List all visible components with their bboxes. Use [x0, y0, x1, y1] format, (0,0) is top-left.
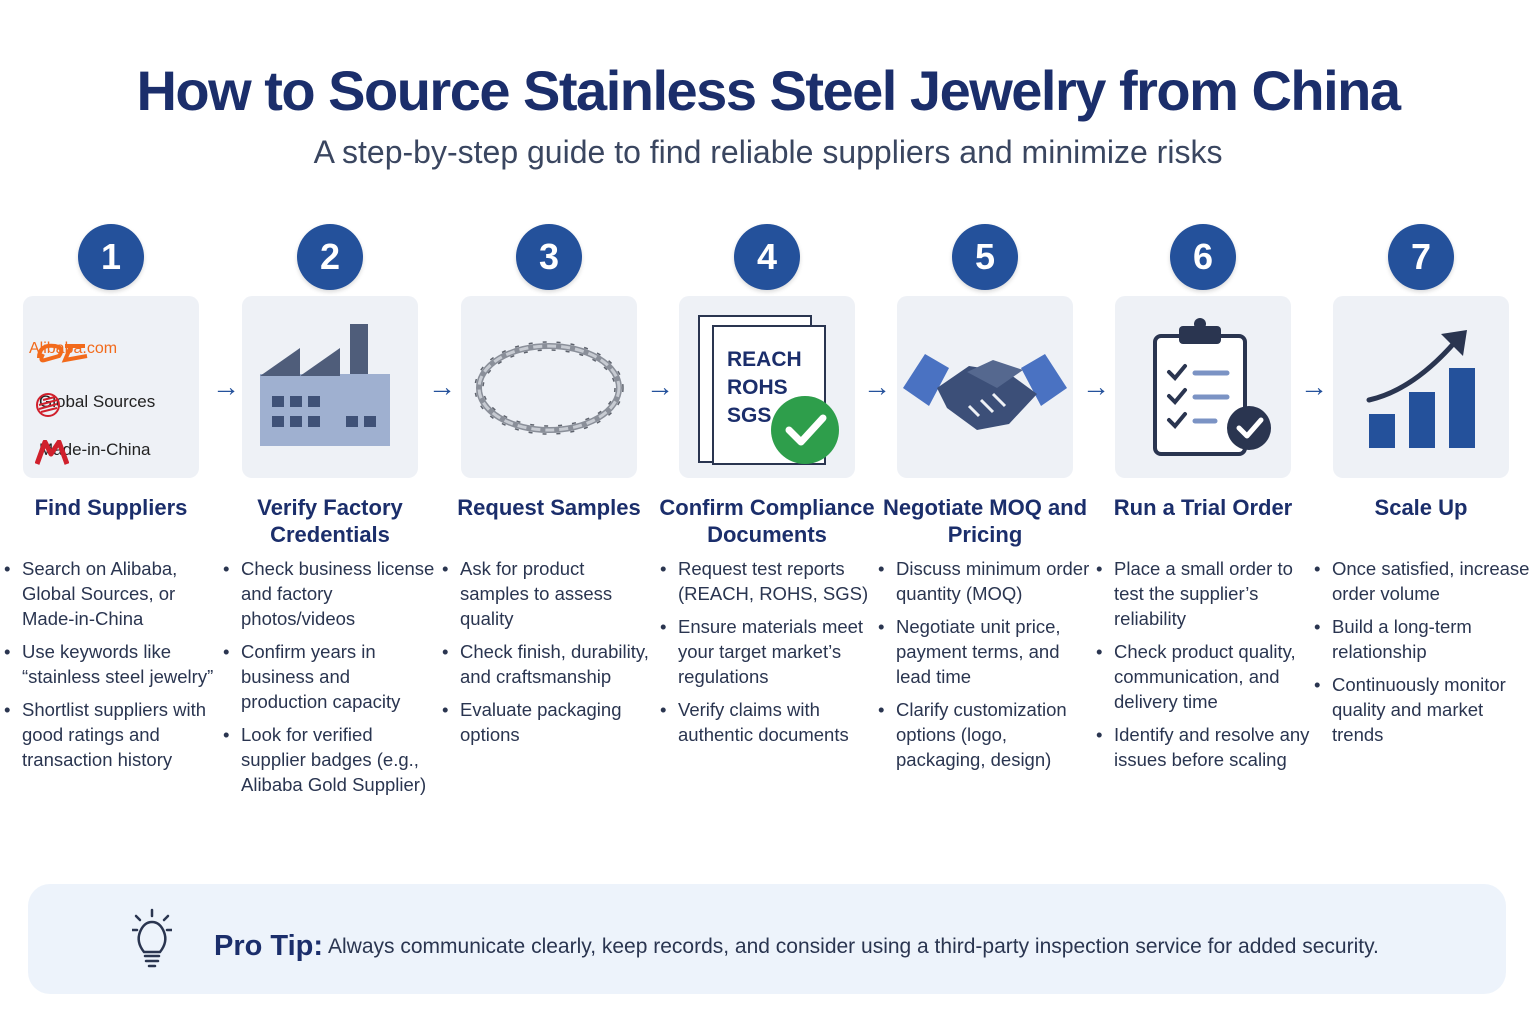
step-5-card	[897, 296, 1073, 478]
arrow-right-icon: →	[646, 371, 674, 402]
step-bullets: Place a small order to test the supplier…	[1094, 556, 1312, 780]
bullet-item: Search on Alibaba, Global Sources, or Ma…	[4, 556, 220, 631]
step-3-card	[461, 296, 637, 478]
step-4: 4 REACH ROHS SGS Confirm Compliance Docu…	[658, 224, 876, 745]
bullet-item: Use keywords like “stainless steel jewel…	[4, 639, 220, 689]
step-bullets: Search on Alibaba, Global Sources, or Ma…	[2, 556, 220, 780]
step-4-card: REACH ROHS SGS	[679, 296, 855, 478]
bullet-item: Place a small order to test the supplier…	[1096, 556, 1312, 631]
growth-chart-icon	[1366, 330, 1475, 448]
pro-tip-label: Pro Tip:	[214, 930, 324, 962]
bullet-item: Ensure materials meet your target market…	[660, 614, 876, 689]
step-title: Find Suppliers	[34, 495, 188, 520]
made-in-china-label: Made-in-China	[39, 440, 151, 459]
step-6: 6 Run a Trial Order Place a small order …	[1094, 224, 1312, 770]
chain-bracelet-icon	[474, 341, 624, 435]
bullet-item: Build a long-term relationship	[1314, 614, 1530, 664]
bullet-item: Evaluate packaging options	[442, 697, 658, 747]
step-bullets: Ask for product samples to assess qualit…	[440, 556, 658, 755]
handshake-icon	[903, 354, 1067, 430]
step-number-badge: 1	[78, 224, 144, 290]
factory-icon	[260, 324, 390, 446]
lightbulb-icon	[132, 908, 172, 968]
bullet-item: Confirm years in business and production…	[223, 639, 439, 714]
documents-check-icon	[698, 315, 839, 465]
step-title: Verify Factory Credentials	[257, 495, 403, 547]
step-bullets: Once satisfied, increase order volume Bu…	[1312, 556, 1530, 755]
step-number-badge: 4	[734, 224, 800, 290]
arrow-right-icon: →	[863, 371, 891, 402]
step-bullets: Discuss minimum order quantity (MOQ) Neg…	[876, 556, 1094, 780]
global-sources-label: Global Sources	[39, 392, 156, 411]
bullet-item: Shortlist suppliers with good ratings an…	[4, 697, 220, 772]
doc-label: ROHS	[727, 376, 788, 399]
step-2: 2 Verify Factory Credentials Check busin…	[221, 224, 439, 795]
step-1-card: Alibaba.com Global Sources Made-in-China	[23, 296, 199, 478]
step-2-card	[242, 296, 418, 478]
bullet-item: Check finish, durability, and craftsmans…	[442, 639, 658, 689]
bullet-item: Discuss minimum order quantity (MOQ)	[878, 556, 1094, 606]
step-number-badge: 7	[1388, 224, 1454, 290]
bullet-item: Once satisfied, increase order volume	[1314, 556, 1530, 606]
step-bullets: Check business license and factory photo…	[221, 556, 439, 805]
step-3: 3 Request Samples Ask for product sample…	[440, 224, 658, 745]
arrow-right-icon: →	[428, 371, 456, 402]
global-sources-logo: Global Sources	[35, 392, 156, 417]
bullet-item: Verify claims with authentic documents	[660, 697, 876, 747]
bullet-item: Look for verified supplier badges (e.g.,…	[223, 722, 439, 797]
step-title: Confirm Compliance Documents	[659, 495, 875, 547]
step-title: Scale Up	[1374, 495, 1468, 520]
step-bullets: Request test reports (REACH, ROHS, SGS) …	[658, 556, 876, 755]
bullet-item: Identify and resolve any issues before s…	[1096, 722, 1312, 772]
arrow-right-icon: →	[1300, 371, 1328, 402]
checklist-clipboard-icon	[1153, 318, 1271, 456]
pro-tip-text: Always communicate clearly, keep records…	[328, 935, 1379, 958]
arrow-right-icon: →	[1082, 371, 1110, 402]
step-number-badge: 2	[297, 224, 363, 290]
step-title: Request Samples	[457, 495, 641, 520]
pro-tip-banner: Pro Tip: Always communicate clearly, kee…	[28, 884, 1506, 994]
step-number-badge: 3	[516, 224, 582, 290]
step-title: Run a Trial Order	[1113, 495, 1293, 520]
alibaba-logo: Alibaba.com	[29, 338, 117, 363]
bullet-item: Clarify customization options (logo, pac…	[878, 697, 1094, 772]
step-6-card	[1115, 296, 1291, 478]
step-number-badge: 5	[952, 224, 1018, 290]
page-title: How to Source Stainless Steel Jewelry fr…	[136, 59, 1401, 122]
step-5: 5 Negotiate MOQ and Pricing Discuss mini…	[876, 224, 1094, 770]
bullet-item: Continuously monitor quality and market …	[1314, 672, 1530, 747]
arrow-right-icon: →	[212, 371, 240, 402]
bullet-item: Check business license and factory photo…	[223, 556, 439, 631]
step-title: Negotiate MOQ and Pricing	[882, 495, 1088, 547]
made-in-china-logo: Made-in-China	[35, 440, 151, 465]
doc-label: SGS	[727, 404, 772, 427]
doc-label: REACH	[727, 348, 802, 371]
step-number-badge: 6	[1170, 224, 1236, 290]
step-7-card	[1333, 296, 1509, 478]
bullet-item: Request test reports (REACH, ROHS, SGS)	[660, 556, 876, 606]
page-subtitle: A step-by-step guide to find reliable su…	[313, 134, 1223, 170]
bullet-item: Check product quality, communication, an…	[1096, 639, 1312, 714]
bullet-item: Ask for product samples to assess qualit…	[442, 556, 658, 631]
bullet-item: Negotiate unit price, payment terms, and…	[878, 614, 1094, 689]
step-1: 1 Alibaba.com Global Sources Made-in-Chi…	[2, 224, 220, 770]
step-7: 7 Scale Up Once satisfied, increase orde…	[1312, 224, 1530, 745]
